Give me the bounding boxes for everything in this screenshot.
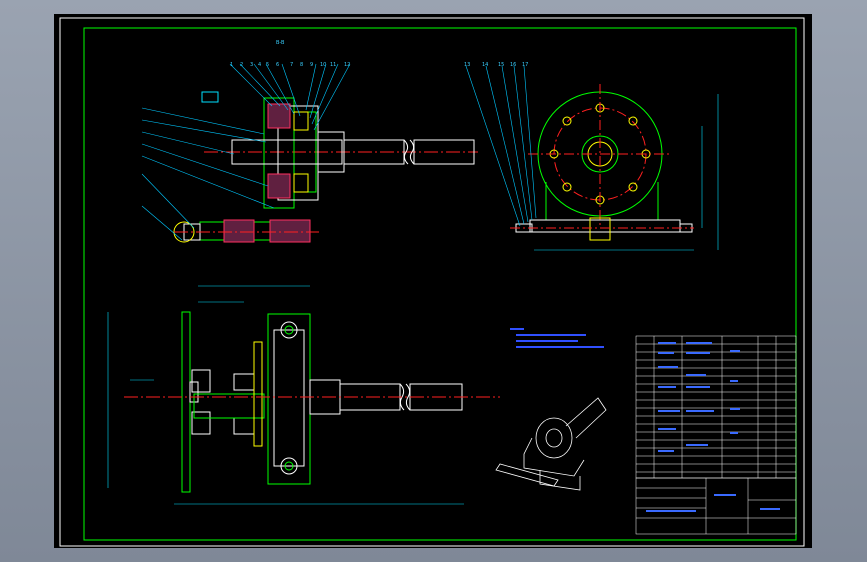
leader-lines-side [465,65,537,227]
front-section-view [173,91,478,243]
drawing-frame [83,27,797,541]
bom-row-lines [636,343,796,473]
callout-number: 4 [258,62,261,68]
outer-border [59,17,805,547]
leader-lines-front [141,63,351,241]
section-label: B-B [276,40,285,46]
callout-number: 8 [300,62,303,68]
callout-number: 7 [290,62,293,68]
title-block [635,477,797,535]
title-block-fills [646,494,780,512]
technical-notes-block [510,328,604,348]
bom-cell-fills [658,342,740,452]
callout-number: 1 [230,62,233,68]
callout-number: 5 [266,62,269,68]
callout-number: 10 [320,62,326,68]
callout-number: 11 [330,62,336,68]
isometric-sketch [495,397,607,491]
side-view [510,84,719,251]
callouts-side-view: 13 14 15 16 17 [464,62,528,68]
callout-number: 16 [510,62,516,68]
callout-number: 2 [240,62,243,68]
callout-number: 12 [344,62,350,68]
callout-number: 9 [310,62,313,68]
bill-of-materials-table [635,335,797,479]
callout-number: 13 [464,62,470,68]
callout-number: 17 [522,62,528,68]
callout-number: 14 [482,62,488,68]
callout-number: 3 [250,62,253,68]
callout-number: 6 [276,62,279,68]
top-view [107,285,500,505]
callout-number: 15 [498,62,504,68]
